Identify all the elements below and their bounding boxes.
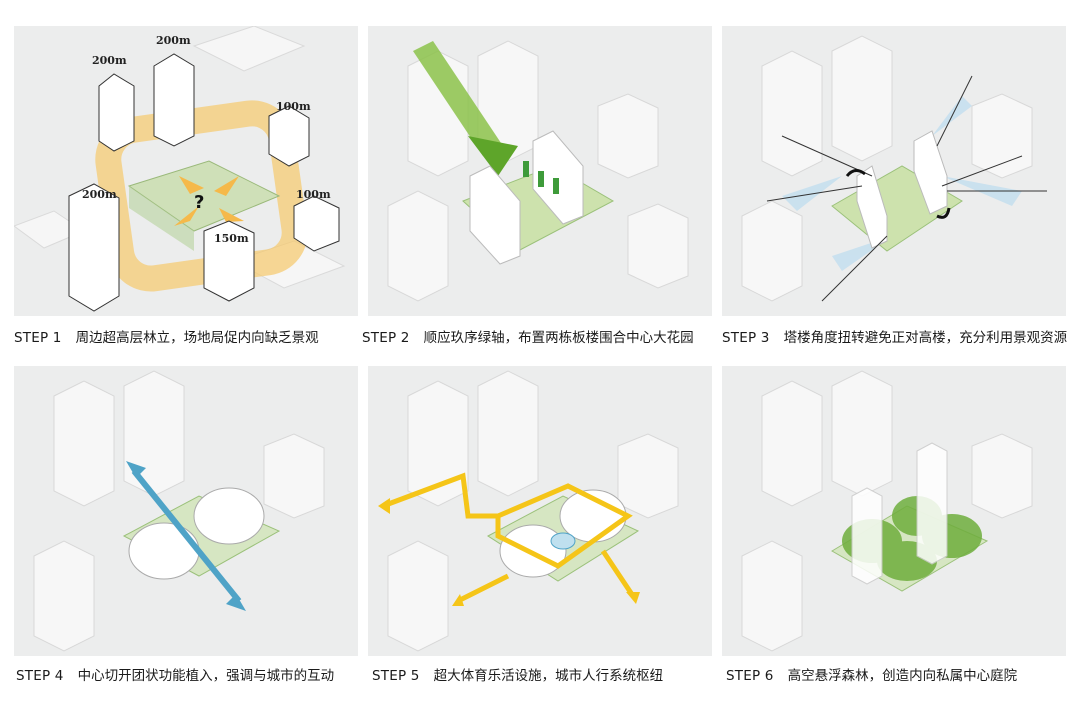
height-label: 200m [156, 34, 191, 47]
height-label: 200m [82, 188, 117, 201]
caption-step-1: STEP 1 周边超高层林立，场地局促内向缺乏景观 [14, 326, 319, 346]
step-number: STEP 5 [372, 668, 420, 684]
diagram-panel-step-5 [368, 366, 712, 656]
caption-step-2: STEP 2 顺应玖序绿轴，布置两栋板楼围合中心大花园 [362, 326, 694, 346]
step-text: 周边超高层林立，场地局促内向缺乏景观 [75, 330, 319, 346]
caption-step-3: STEP 3 塔楼角度扭转避免正对高楼，充分利用景观资源 [722, 326, 1067, 346]
step-text: 顺应玖序绿轴，布置两栋板楼围合中心大花园 [423, 330, 694, 346]
diagram-panel-step-3 [722, 26, 1066, 316]
step-number: STEP 2 [362, 330, 410, 346]
diagram-panel-step-1: ? 200m 200m 100m 200m 100m 150m [14, 26, 358, 316]
height-label: 100m [276, 100, 311, 113]
caption-step-5: STEP 5 超大体育乐活设施，城市人行系统枢纽 [372, 664, 663, 684]
step-text: 高空悬浮森林，创造内向私属中心庭院 [787, 668, 1018, 684]
diagram-panel-step-2 [368, 26, 712, 316]
diagram-panel-step-4 [14, 366, 358, 656]
height-label: 100m [296, 188, 331, 201]
caption-step-4: STEP 4 中心切开团状功能植入，强调与城市的互动 [16, 664, 334, 684]
height-label: 200m [92, 54, 127, 67]
question-mark: ? [194, 192, 204, 213]
diagram-panel-step-6 [722, 366, 1066, 656]
step-number: STEP 1 [14, 330, 62, 346]
step-number: STEP 4 [16, 668, 64, 684]
height-label: 150m [214, 232, 249, 245]
step-text: 塔楼角度扭转避免正对高楼，充分利用景观资源 [783, 330, 1068, 346]
step-text: 中心切开团状功能植入，强调与城市的互动 [77, 668, 335, 684]
step-number: STEP 6 [726, 668, 774, 684]
step-number: STEP 3 [722, 330, 770, 346]
step-text: 超大体育乐活设施，城市人行系统枢纽 [433, 668, 664, 684]
caption-step-6: STEP 6 高空悬浮森林，创造内向私属中心庭院 [726, 664, 1017, 684]
